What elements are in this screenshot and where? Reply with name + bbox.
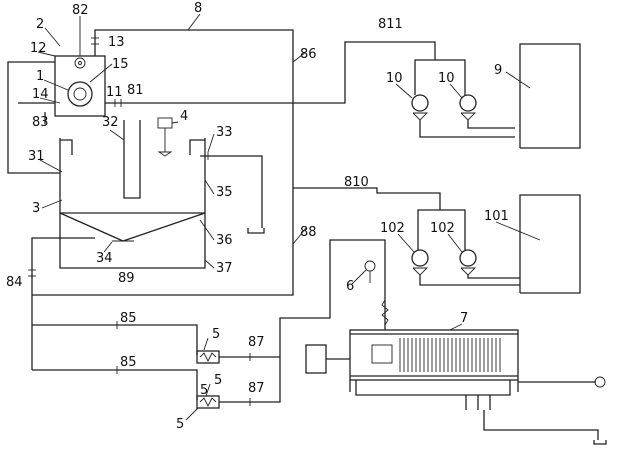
- label-36: 36: [216, 233, 233, 248]
- label-37: 37: [216, 261, 233, 276]
- line-8: [32, 30, 293, 295]
- meter-4-icon: [158, 118, 172, 128]
- label-13: 13: [108, 35, 125, 50]
- instrument-4: [158, 118, 172, 156]
- label-85b: 85: [120, 355, 137, 370]
- label-7: 7: [460, 311, 468, 326]
- label-32: 32: [102, 115, 119, 130]
- label-5c: 5: [200, 383, 208, 398]
- label-81: 81: [127, 83, 144, 98]
- pump-102b-icon: [460, 250, 476, 266]
- label-10b: 10: [438, 71, 455, 86]
- label-35: 35: [216, 185, 233, 200]
- tank-9: [520, 44, 580, 148]
- label-810: 810: [344, 175, 369, 190]
- label-85a: 85: [120, 311, 137, 326]
- gauge-82-icon: [75, 58, 85, 68]
- press-plates: [400, 338, 500, 372]
- unit-2-box: [55, 56, 105, 116]
- outlet-gauge-icon: [595, 377, 605, 387]
- tank-101: [520, 195, 580, 293]
- unit-1-2: [55, 56, 105, 116]
- label-84: 84: [6, 275, 23, 290]
- label-87b: 87: [248, 381, 265, 396]
- label-5b: 5: [214, 373, 222, 388]
- pump-102a-icon: [412, 250, 428, 266]
- unit-1-rotor: [68, 82, 92, 106]
- label-87a: 87: [248, 335, 265, 350]
- label-15: 15: [112, 57, 129, 72]
- label-3: 3: [32, 201, 40, 216]
- label-1: 1: [36, 69, 44, 84]
- label-31: 31: [28, 149, 45, 164]
- label-10a: 10: [386, 71, 403, 86]
- pump-10a-icon: [412, 95, 428, 111]
- label-2: 2: [36, 17, 44, 32]
- label-811: 811: [378, 17, 403, 32]
- labels: 2 82 13 8 12 15 1 14 11 81 83 32 4 33 31…: [6, 1, 509, 432]
- label-4: 4: [180, 109, 188, 124]
- label-102b: 102: [430, 221, 455, 236]
- label-82: 82: [72, 3, 89, 18]
- gauge-6-icon: [365, 261, 375, 271]
- label-9: 9: [494, 63, 502, 78]
- label-89: 89: [118, 271, 135, 286]
- line-811: [293, 42, 580, 148]
- label-11: 11: [106, 85, 123, 100]
- label-83: 83: [32, 115, 49, 130]
- filter-press-7: [306, 330, 606, 444]
- tank-3: [60, 120, 205, 268]
- press-motor: [306, 345, 326, 373]
- label-34: 34: [96, 251, 113, 266]
- label-5a: 5: [212, 327, 220, 342]
- label-6: 6: [346, 279, 354, 294]
- label-5d: 5: [176, 417, 184, 432]
- label-33: 33: [216, 125, 233, 140]
- label-102a: 102: [380, 221, 405, 236]
- pump-10b-icon: [460, 95, 476, 111]
- label-8: 8: [194, 1, 202, 16]
- line-81: [105, 99, 293, 107]
